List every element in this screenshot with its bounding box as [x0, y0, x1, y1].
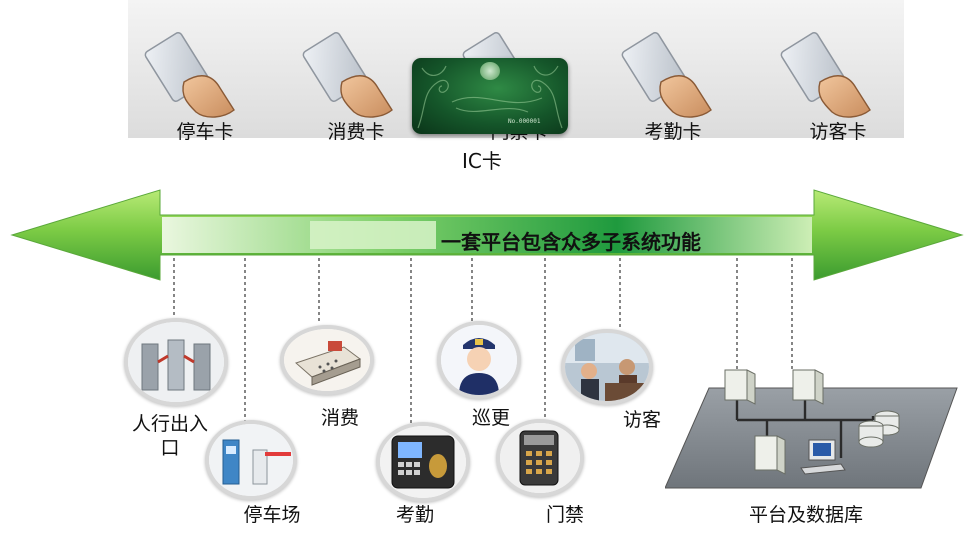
ornament-icon	[417, 65, 563, 129]
module-label-entrance: 人行出入 口	[132, 412, 208, 460]
cash-register-icon	[280, 325, 374, 395]
entrance-label-text: 人行出入 口	[131, 413, 209, 459]
ic-card-image: No.000001	[412, 58, 568, 134]
ic-card-title: IC卡	[462, 149, 502, 173]
module-label-attendance: 考勤	[395, 504, 435, 526]
card-reader-icon	[496, 419, 584, 497]
connector-lines	[173, 258, 793, 423]
module-label-consume: 消费	[320, 407, 360, 429]
turnstile-icon	[124, 318, 228, 406]
card-label-consume: 消费卡	[327, 121, 385, 143]
security-guard-icon	[437, 321, 521, 399]
module-label-patrol: 巡更	[471, 407, 511, 429]
module-label-platform: 平台及数据库	[748, 504, 864, 526]
hand-card-icon	[144, 32, 235, 118]
hand-card-icon	[621, 32, 712, 118]
fingerprint-terminal-icon	[376, 422, 470, 502]
double-arrow-banner	[10, 189, 964, 281]
card-label-parking: 停车卡	[176, 121, 234, 143]
parking-gate-icon	[205, 420, 297, 500]
module-label-parking: 停车场	[243, 504, 301, 526]
server-database-icon	[665, 369, 958, 489]
card-number: No.000001	[508, 118, 541, 125]
hand-card-icon	[302, 32, 393, 118]
card-label-visitor: 访客卡	[809, 121, 867, 143]
banner-text: 一套平台包含众多子系统功能	[441, 230, 701, 254]
visitor-lobby-icon	[561, 329, 653, 405]
module-label-access: 门禁	[545, 504, 585, 526]
hand-card-icon	[780, 32, 871, 118]
card-label-attendance: 考勤卡	[644, 121, 702, 143]
card-logo-icon	[480, 62, 500, 80]
module-label-visitor: 访客	[622, 409, 662, 431]
